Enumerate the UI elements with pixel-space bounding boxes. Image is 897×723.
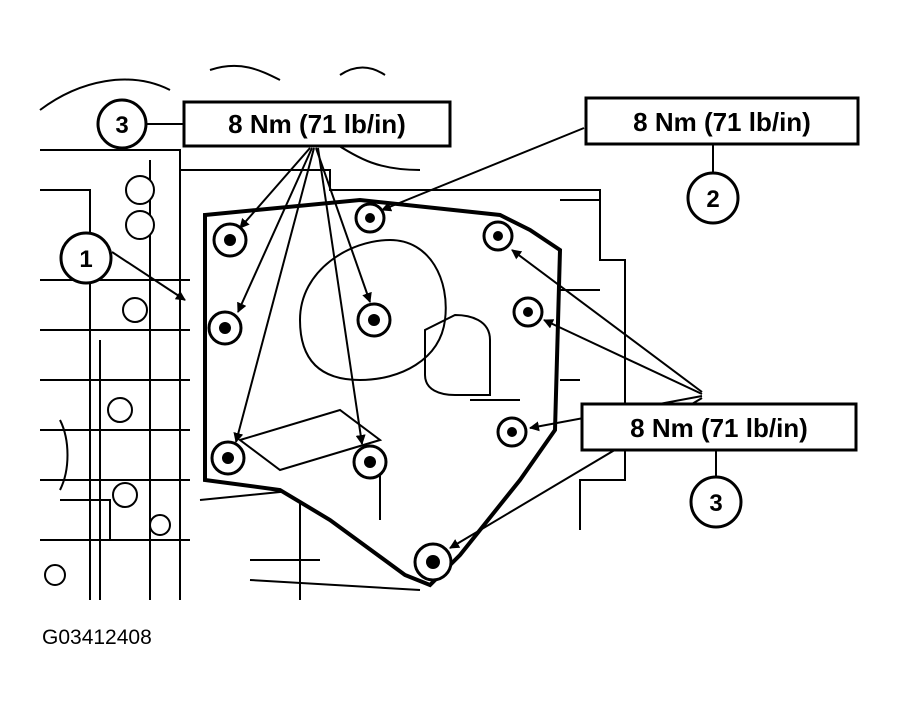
housing-bolts xyxy=(44,175,171,586)
callout-1: 1 xyxy=(59,231,113,285)
arrow-callout-2 xyxy=(381,127,585,212)
callout-2-number: 2 xyxy=(706,186,719,213)
leader-callout-1 xyxy=(111,251,186,301)
callout-3-top: 3 8 Nm (71 lb/in) xyxy=(96,98,452,150)
callout-3-bottom: 8 Nm (71 lb/in) 3 xyxy=(580,402,858,529)
cover-plate-detail xyxy=(237,238,520,520)
callout-3-bottom-number: 3 xyxy=(709,490,722,517)
figure-id: G03412408 xyxy=(42,626,152,649)
callout-2: 8 Nm (71 lb/in) 2 xyxy=(584,96,860,225)
torque-label-top: 8 Nm (71 lb/in) xyxy=(228,109,406,139)
transmission-housing xyxy=(39,64,626,600)
arrows-callout-3-top xyxy=(233,147,372,445)
torque-label-2: 8 Nm (71 lb/in) xyxy=(633,107,811,137)
cover-plate xyxy=(203,197,563,588)
torque-label-bottom: 8 Nm (71 lb/in) xyxy=(630,413,808,443)
callout-1-number: 1 xyxy=(79,246,92,273)
cover-bolt-cores xyxy=(219,213,533,569)
callout-3-top-number: 3 xyxy=(115,112,128,139)
